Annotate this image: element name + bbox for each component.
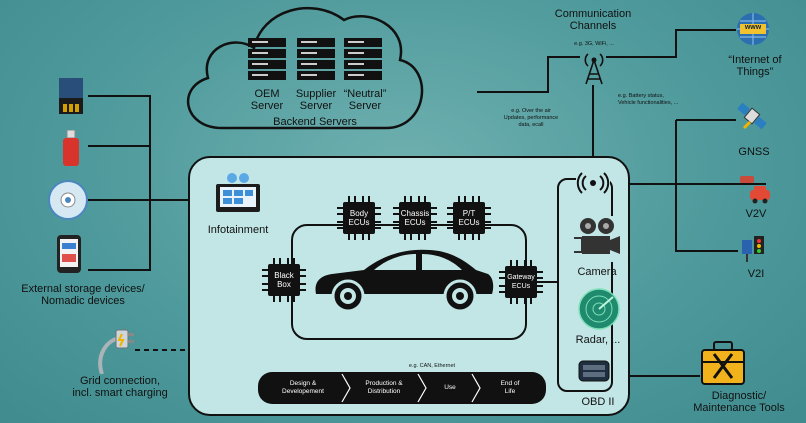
- lifecycle-phase-end: End of Life: [500, 380, 520, 395]
- radar-label: Radar, ...: [575, 334, 621, 346]
- antenna-tower-icon: [580, 50, 608, 91]
- supplier-server-icon: [297, 38, 335, 87]
- www-globe-icon: [736, 12, 770, 51]
- gnss-label: GNSS: [738, 146, 770, 158]
- camera-icon: [574, 216, 620, 267]
- gateway-ecus-label: Gateway ECUs: [507, 274, 535, 290]
- backend-servers-caption: Backend Servers: [273, 116, 357, 128]
- oem-server-icon: [248, 38, 286, 87]
- radar-icon: [578, 288, 620, 335]
- backend-cloud: [186, 6, 424, 130]
- disc-icon: [48, 180, 88, 225]
- lifecycle-bar: [258, 372, 546, 404]
- obd-label: OBD II: [581, 396, 615, 408]
- infotainment-label: Infotainment: [207, 224, 269, 236]
- supplier-server-label: Supplier Server: [295, 88, 337, 112]
- camera-label: Camera: [577, 266, 617, 278]
- v2v-cars-icon: [738, 172, 772, 211]
- lifecycle-phase-production: Production & Distribution: [365, 380, 403, 395]
- obd-port-icon: [578, 360, 610, 387]
- www-text: www: [744, 24, 762, 31]
- pt-ecus-chip[interactable]: [447, 196, 491, 245]
- v2i-sign-icon: [738, 234, 768, 269]
- v2i-label: V2I: [747, 268, 765, 280]
- communication-channels-title: Communication Channels: [554, 8, 632, 32]
- satellite-icon: [734, 98, 770, 139]
- chassis-ecus-label: Chassis ECUs: [400, 209, 430, 227]
- communication-channels-subtitle: e.g. 3G, WiFi, ...: [574, 41, 614, 47]
- external-storage-label: External storage devices/ Nomadic device…: [21, 283, 145, 307]
- vehicle-status-note: e.g. Battery status, Vehicle functionali…: [618, 93, 679, 106]
- wireless-signal-icon: [576, 172, 610, 199]
- v2v-label: V2V: [745, 208, 767, 220]
- sd-card-icon: [56, 76, 86, 121]
- neutral-server-icon: [344, 38, 382, 87]
- car-silhouette-icon: [312, 242, 496, 319]
- grid-connection-label: Grid connection, incl. smart charging: [72, 375, 168, 399]
- body-ecus-label: Body ECUs: [348, 209, 370, 227]
- lifecycle-phase-design: Design & Developement: [282, 380, 324, 395]
- smartphone-icon: [56, 234, 82, 279]
- charging-plug-icon: [96, 326, 138, 379]
- oem-server-label: OEM Server: [250, 88, 284, 112]
- diagnostic-tools-label: Diagnostic/ Maintenance Tools: [693, 390, 785, 414]
- toolbox-icon: [700, 340, 746, 393]
- body-ecus-chip[interactable]: [337, 196, 381, 245]
- neutral-server-label: “Neutral” Server: [343, 88, 387, 112]
- black-box-chip[interactable]: [262, 258, 306, 307]
- lifecycle-phase-use: Use: [444, 384, 456, 391]
- iot-label: “Internet of Things”: [728, 54, 782, 78]
- lifecycle-arrows: [341, 373, 481, 403]
- ota-note: e.g. Over the air Updates, performance d…: [503, 108, 559, 128]
- infotainment-screen-icon[interactable]: [214, 172, 262, 221]
- gateway-ecus-chip[interactable]: [499, 260, 543, 309]
- usb-stick-icon: [62, 129, 80, 171]
- storage-bus-line: [88, 95, 151, 271]
- pt-ecus-label: P/T ECUs: [458, 209, 480, 227]
- chassis-ecus-chip[interactable]: [393, 196, 437, 245]
- black-box-label: Black Box: [274, 271, 294, 289]
- bus-note: e.g. CAN, Ethernet: [408, 363, 456, 369]
